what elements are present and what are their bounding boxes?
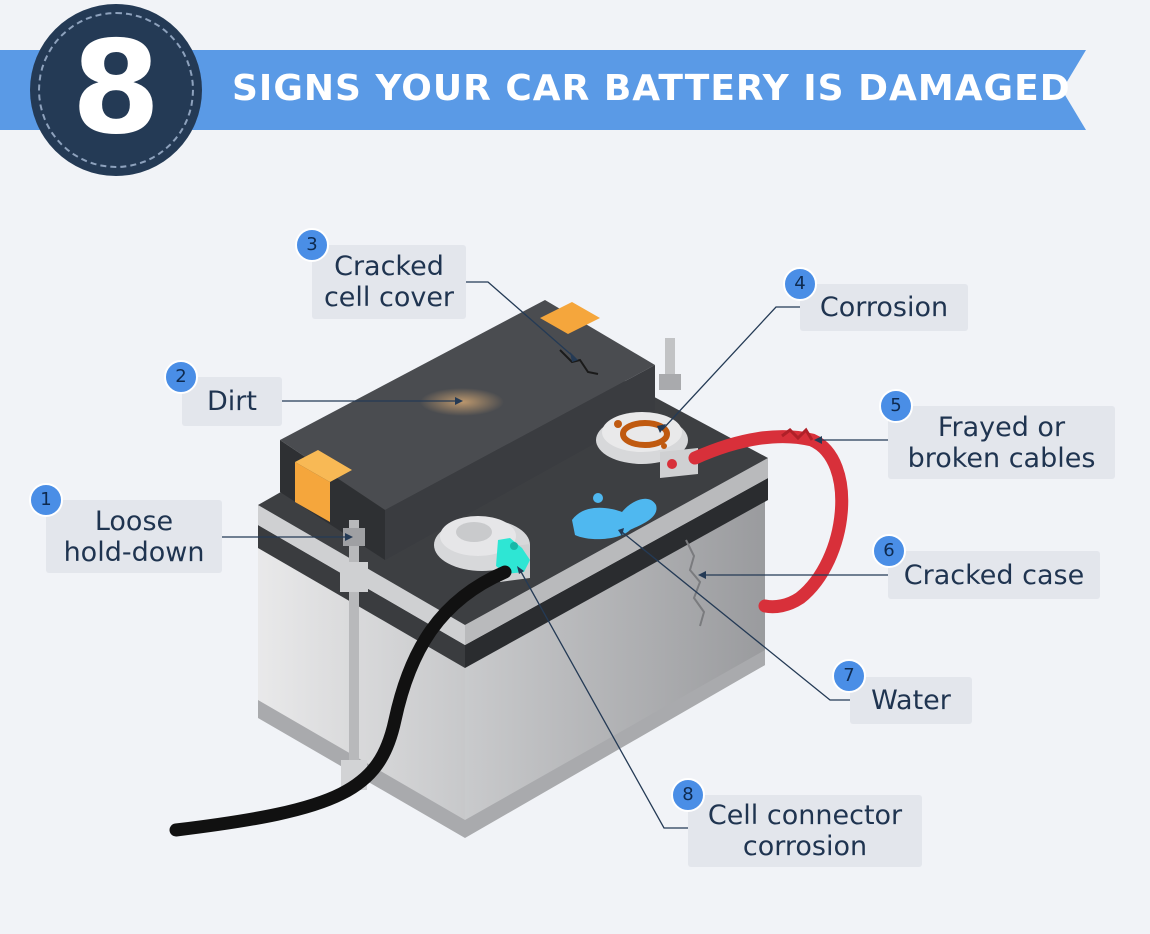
sign-label-cell-connector-corrosion: Cell connector corrosion <box>688 795 922 867</box>
red-cable <box>688 430 849 614</box>
water-puddle <box>572 498 657 540</box>
black-cable <box>169 565 512 837</box>
sign-number-1: 1 <box>29 483 63 517</box>
battery-case-side <box>465 490 765 835</box>
page-title: SIGNS YOUR CAR BATTERY IS DAMAGED <box>232 68 1071 109</box>
sign-number-4: 4 <box>783 267 817 301</box>
badge-dashed-ring <box>38 12 194 168</box>
cell-connector-corrosion <box>496 538 530 574</box>
sign-number-2: 2 <box>164 360 198 394</box>
case-crack <box>685 539 706 627</box>
sign-label-corrosion: Corrosion <box>800 284 968 331</box>
hold-down-rod <box>349 520 359 780</box>
sign-label-cracked-cell-cover: Cracked cell cover <box>312 245 466 319</box>
dirt-patch <box>420 388 504 416</box>
sign-label-cracked-case: Cracked case <box>888 551 1100 599</box>
sign-label-water: Water <box>850 677 972 724</box>
count-badge: 8 <box>30 4 202 176</box>
badge-number: 8 <box>71 14 161 163</box>
terminal-corrosion <box>620 420 670 448</box>
sign-number-8: 8 <box>671 778 705 812</box>
battery-case-front <box>258 535 465 835</box>
sign-number-6: 6 <box>872 534 906 568</box>
sign-label-frayed-cables: Frayed or broken cables <box>888 406 1115 479</box>
sign-label-loose-hold-down: Loose hold-down <box>46 500 222 573</box>
cell-cover-crack <box>559 349 599 375</box>
sign-number-3: 3 <box>295 228 329 262</box>
sign-label-dirt: Dirt <box>182 377 282 426</box>
title-banner <box>0 50 1090 130</box>
sign-number-7: 7 <box>832 659 866 693</box>
sign-number-5: 5 <box>879 389 913 423</box>
